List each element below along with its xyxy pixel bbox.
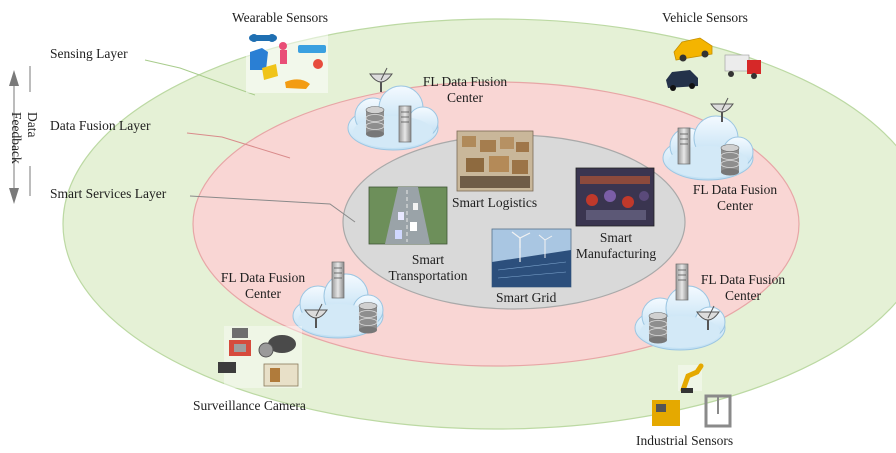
smart-transportation-line-1: Smart [411, 252, 445, 267]
services-layer-label: Smart Services Layer [50, 186, 167, 201]
surveillance-camera-icons [218, 326, 302, 388]
services-leader-line [189, 195, 356, 223]
fusion-center-left-label: FL Data Fusion Center [208, 270, 318, 302]
fusion-center-right-line-2: Center [717, 198, 753, 213]
fusion-center-left-line-2: Center [245, 286, 281, 301]
smart-logistics-label: Smart Logistics [452, 195, 538, 210]
vehicle-sensors-label: Vehicle Sensors [662, 10, 748, 25]
industrial-sensors-icons [652, 363, 732, 428]
wearable-sensors-label: Wearable Sensors [232, 10, 329, 25]
smart-grid-image [491, 228, 572, 288]
smart-grid-label: Smart Grid [496, 290, 557, 305]
wearable-sensors-icons [246, 30, 328, 93]
sensing-leader-line [144, 59, 256, 96]
fusion-center-right-label: FL Data Fusion Center [680, 182, 790, 214]
smart-transportation-line-2: Transportation [388, 268, 468, 283]
smart-manufacturing-label: Smart Manufacturing [561, 230, 671, 262]
fusion-center-right-line-1: FL Data Fusion [692, 182, 778, 197]
fusion-center-bottom-right-label: FL Data Fusion Center [688, 272, 798, 304]
feedback-line-1: Data [25, 112, 40, 138]
smart-manufacturing-line-1: Smart [599, 230, 633, 245]
fusion-center-bottom-right-line-1: FL Data Fusion [700, 272, 786, 287]
smart-transportation-label: Smart Transportation [372, 252, 484, 284]
industrial-sensors-label: Industrial Sensors [636, 433, 734, 448]
fusion-center-top-line-1: FL Data Fusion [422, 74, 508, 89]
fusion-leader-line [186, 132, 291, 159]
vehicle-sensors-icons [666, 37, 761, 91]
fusion-center-bottom-right-line-2: Center [725, 288, 761, 303]
surveillance-camera-label: Surveillance Camera [193, 398, 306, 413]
smart-manufacturing-image [575, 167, 655, 227]
fusion-layer-label: Data Fusion Layer [50, 118, 151, 133]
smart-logistics-image [456, 130, 534, 192]
fusion-center-top-line-2: Center [447, 90, 483, 105]
smart-manufacturing-line-2: Manufacturing [575, 246, 657, 261]
data-feedback-label: Data Feedback [4, 60, 44, 210]
fusion-center-left-line-1: FL Data Fusion [220, 270, 306, 285]
feedback-line-2: Feedback [9, 112, 24, 164]
sensing-layer-label: Sensing Layer [50, 46, 128, 61]
fusion-center-top-label: FL Data Fusion Center [410, 74, 520, 106]
feedback-arrows [9, 66, 31, 204]
smart-transportation-image [368, 186, 448, 245]
